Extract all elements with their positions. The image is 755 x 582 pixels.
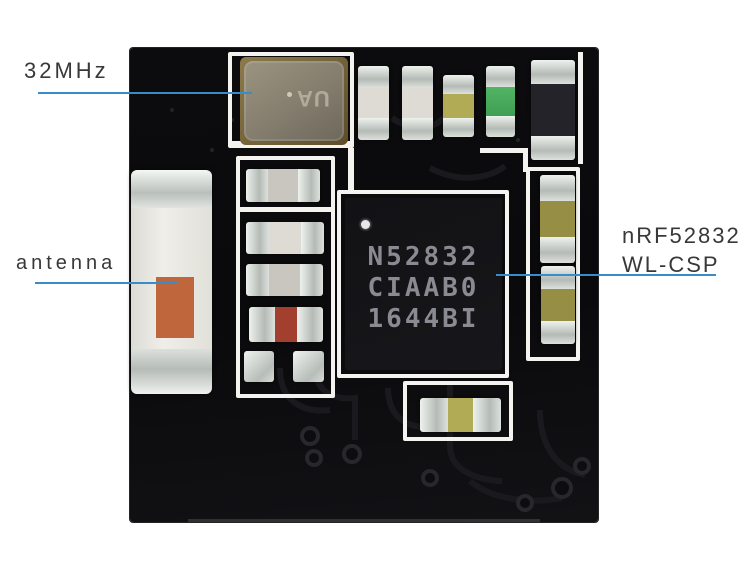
silkscreen-trace bbox=[480, 148, 528, 153]
right-column-silkscreen-box bbox=[526, 167, 580, 361]
component-body bbox=[540, 201, 575, 237]
smd-capacitor bbox=[402, 66, 433, 140]
solder-cap bbox=[486, 115, 515, 137]
antenna-solder-cap bbox=[131, 349, 212, 394]
solder-cap bbox=[246, 264, 270, 296]
bottom-component-silkscreen-box bbox=[403, 381, 513, 441]
antenna-orange-pad bbox=[156, 277, 194, 338]
chip-label-line2: WL-CSP bbox=[622, 252, 720, 277]
component-body bbox=[268, 169, 298, 202]
crystal-mark-dot bbox=[287, 92, 292, 97]
solder-cap bbox=[540, 175, 575, 202]
pcb-module: UA bbox=[130, 48, 598, 522]
silkscreen-trace bbox=[348, 148, 354, 194]
solder-cap bbox=[402, 117, 433, 140]
smd-capacitor-olive bbox=[540, 175, 575, 263]
component-body bbox=[274, 307, 298, 342]
crystal-oscillator: UA bbox=[240, 57, 348, 145]
component-body bbox=[358, 88, 389, 118]
smd-inductor-dark bbox=[531, 60, 575, 160]
component-body bbox=[448, 398, 473, 432]
solder-cap bbox=[540, 236, 575, 263]
antenna-ceramic-body bbox=[131, 208, 212, 349]
solder-pad bbox=[293, 351, 324, 382]
chip-marking-line2: CIAAB0 bbox=[367, 273, 480, 303]
solder-cap bbox=[472, 398, 501, 432]
silkscreen-edge-line bbox=[578, 52, 583, 164]
board-edge-highlight bbox=[188, 519, 540, 522]
component-body bbox=[269, 264, 300, 296]
smd-capacitor bbox=[246, 222, 324, 254]
solder-cap bbox=[486, 66, 515, 88]
antenna-solder-cap bbox=[131, 170, 212, 208]
chip-marking-line1: N52832 bbox=[367, 242, 480, 272]
component-body bbox=[443, 93, 474, 119]
antenna-component bbox=[131, 170, 212, 394]
component-body bbox=[486, 87, 515, 116]
smd-component-red bbox=[249, 307, 323, 342]
chip-label-line1: nRF52832 bbox=[622, 223, 741, 248]
nrf52832-chip: N52832 CIAAB0 1644BI bbox=[345, 198, 502, 370]
solder-cap bbox=[531, 136, 575, 160]
solder-pad bbox=[244, 351, 274, 382]
smd-capacitor bbox=[358, 66, 389, 140]
solder-cap bbox=[541, 320, 575, 344]
solder-cap bbox=[297, 169, 320, 202]
chip-pin1-dot bbox=[361, 220, 370, 229]
chip-silkscreen-box bbox=[337, 190, 509, 378]
solder-cap bbox=[246, 222, 270, 254]
chip-marking-line3: 1644BI bbox=[367, 304, 480, 334]
solder-cap bbox=[541, 266, 575, 290]
left-column-silkscreen-box bbox=[236, 156, 335, 398]
chip-marking: N52832 CIAAB0 1644BI bbox=[345, 242, 502, 335]
solder-cap bbox=[297, 307, 323, 342]
crystal-frequency-label: 32MHz bbox=[24, 58, 109, 83]
smd-capacitor-yellow bbox=[420, 398, 501, 432]
crystal-metal-lid: UA bbox=[244, 61, 344, 141]
component-body bbox=[402, 88, 433, 118]
solder-cap bbox=[249, 307, 275, 342]
solder-cap bbox=[402, 66, 433, 89]
smd-capacitor bbox=[246, 264, 323, 296]
solder-cap bbox=[443, 75, 474, 94]
smd-component-green bbox=[486, 66, 515, 137]
antenna-label: antenna bbox=[16, 252, 117, 274]
solder-cap bbox=[300, 222, 324, 254]
crystal-marking: UA bbox=[296, 86, 330, 111]
chip-callout-line bbox=[496, 274, 716, 276]
solder-cap bbox=[246, 169, 269, 202]
solder-cap bbox=[443, 118, 474, 137]
solder-cap bbox=[358, 66, 389, 89]
component-body bbox=[531, 84, 575, 136]
solder-cap bbox=[420, 398, 449, 432]
component-body bbox=[541, 289, 575, 321]
silkscreen-trace bbox=[523, 148, 528, 172]
silkscreen-divider bbox=[236, 207, 335, 212]
solder-cap bbox=[531, 60, 575, 84]
crystal-callout-line bbox=[38, 92, 252, 94]
smd-resistor bbox=[246, 169, 320, 202]
chip-name-label: nRF52832 WL-CSP bbox=[622, 221, 741, 279]
smd-capacitor-yellow bbox=[443, 75, 474, 137]
solder-cap bbox=[299, 264, 323, 296]
component-body bbox=[269, 222, 301, 254]
smd-capacitor-olive bbox=[541, 266, 575, 344]
solder-cap bbox=[358, 117, 389, 140]
antenna-callout-line bbox=[35, 282, 178, 284]
